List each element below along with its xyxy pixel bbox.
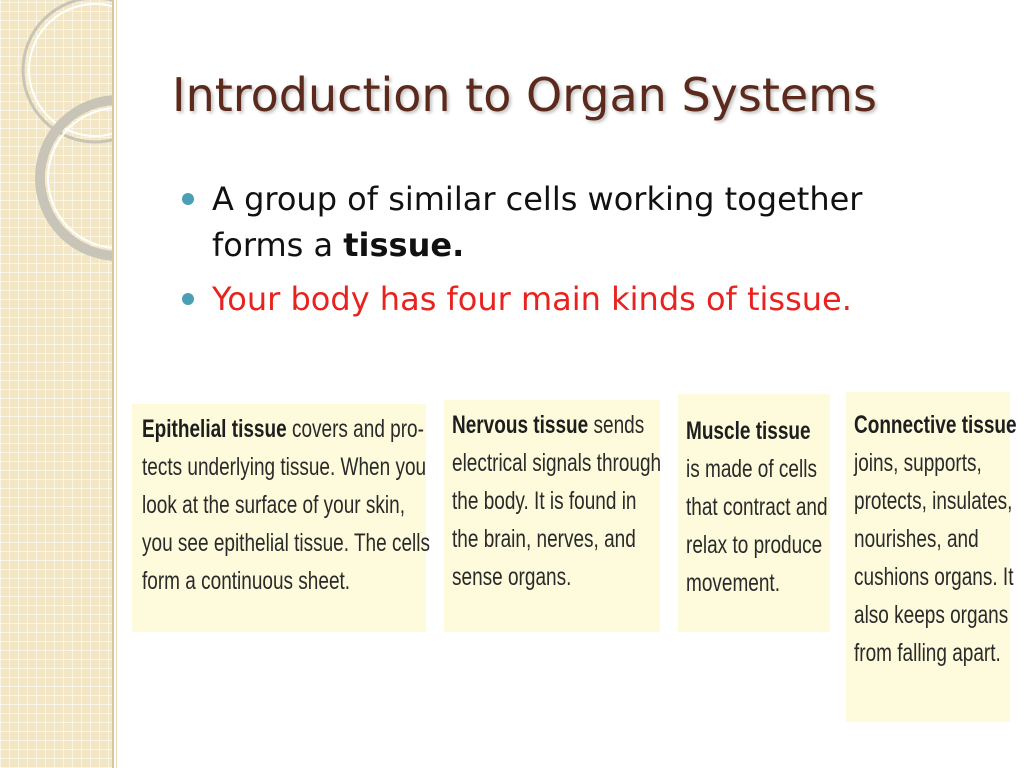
bullet-item-tissue-definition: A group of similar cells working togethe… (182, 176, 982, 268)
nervous-line: sense organs. (452, 563, 572, 591)
connective-tissue-heading: Connective tissue (854, 411, 1017, 439)
muscle-tissue-text: Muscle tissue is made of cells that cont… (686, 412, 828, 602)
epithelial-line: you see epithelial tissue. The cells (142, 529, 430, 557)
connective-tissue-box: Connective tissue joins, supports, prote… (846, 392, 1017, 722)
bullet-keyword-tissue: tissue. (343, 226, 465, 264)
bullet-dot-icon (182, 193, 194, 205)
connective-line: protects, insulates, (854, 487, 1013, 515)
muscle-line: is made of cells (686, 455, 817, 483)
bullet-line-1: A group of similar cells working togethe… (212, 180, 863, 218)
epithelial-line: covers and pro- (291, 415, 424, 443)
connective-line: cushions organs. It (854, 563, 1014, 591)
decorative-side-strip (0, 0, 112, 768)
nervous-line: the brain, nerves, and (452, 525, 636, 553)
connective-line: nourishes, and (854, 525, 979, 553)
strip-edge-line-light (116, 0, 117, 768)
nervous-line: electrical signals through (452, 449, 662, 477)
epithelial-line: tects underlying tissue. When you (142, 453, 427, 481)
strip-edge-line (112, 0, 114, 768)
bullet-text-highlight: Your body has four main kinds of tissue. (212, 280, 852, 318)
epithelial-line: form a continuous sheet. (142, 567, 351, 595)
decorative-circles (21, 0, 112, 261)
epithelial-tissue-heading: Epithelial tissue (142, 415, 287, 443)
muscle-line: relax to produce (686, 531, 823, 559)
nervous-line: sends (593, 411, 645, 439)
bullet-line-2-prefix: forms a (212, 226, 344, 264)
connective-line: joins, supports, (854, 449, 982, 477)
nervous-tissue-heading: Nervous tissue (452, 411, 589, 439)
bullet-item-four-kinds: Your body has four main kinds of tissue. (182, 276, 982, 322)
nervous-tissue-text: Nervous tissue sends electrical signals … (452, 406, 661, 596)
muscle-tissue-box: Muscle tissue is made of cells that cont… (678, 394, 830, 632)
muscle-line: that contract and (686, 493, 828, 521)
connective-line: from falling apart. (854, 639, 1001, 667)
connective-tissue-text: Connective tissue joins, supports, prote… (854, 406, 1017, 672)
muscle-line: movement. (686, 569, 780, 597)
bullet-dot-icon (182, 293, 194, 305)
connective-line: also keeps organs (854, 601, 1009, 629)
bullet-list: A group of similar cells working togethe… (182, 176, 982, 330)
nervous-tissue-box: Nervous tissue sends electrical signals … (444, 400, 661, 632)
bullet-text: A group of similar cells working togethe… (212, 176, 982, 268)
muscle-tissue-heading: Muscle tissue (686, 417, 811, 445)
nervous-line: the body. It is found in (452, 487, 637, 515)
epithelial-tissue-box: Epithelial tissue covers and pro- tects … (132, 404, 430, 632)
epithelial-line: look at the surface of your skin, (142, 491, 405, 519)
epithelial-tissue-text: Epithelial tissue covers and pro- tects … (142, 410, 430, 600)
slide-title: Introduction to Organ Systems (172, 68, 877, 122)
